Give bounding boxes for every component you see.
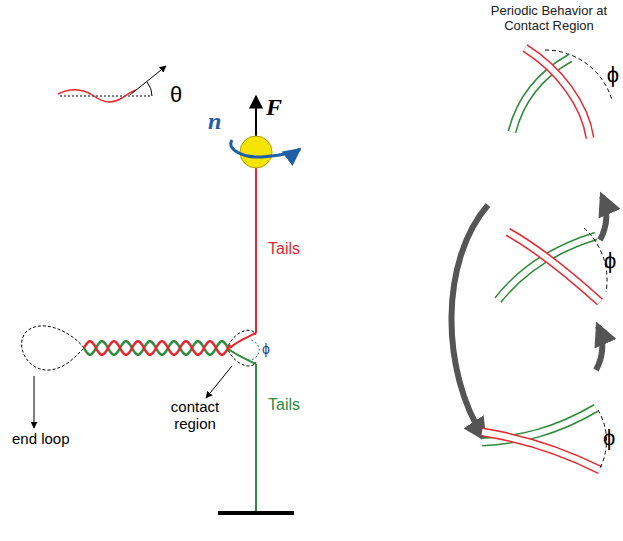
force-label: F xyxy=(266,94,282,122)
panel-heading: Periodic Behavior at Contact Region xyxy=(479,4,619,34)
part-label: end loop xyxy=(12,430,70,447)
torque-arrow xyxy=(231,140,300,157)
angle-label: θ xyxy=(170,82,182,107)
red-strand xyxy=(84,341,230,354)
cycle-arrow xyxy=(600,196,606,240)
angle-label: ϕ xyxy=(607,62,619,87)
force-arrow xyxy=(255,96,257,136)
angle-label: ϕ xyxy=(262,341,270,357)
angle-label: ϕ xyxy=(603,425,615,450)
plectoneme xyxy=(84,333,256,364)
end-loop xyxy=(22,326,84,370)
cycle-arrow xyxy=(451,205,488,438)
contact-states xyxy=(482,48,612,470)
tail-label: Tails xyxy=(268,240,300,258)
part-label: contact region xyxy=(160,398,230,433)
angle-label: ϕ xyxy=(604,248,616,273)
tail-label: Tails xyxy=(268,396,300,414)
bead xyxy=(240,136,272,168)
angle-arc xyxy=(248,340,259,360)
angle-inset xyxy=(58,66,166,102)
green-tail xyxy=(255,364,257,512)
surface xyxy=(218,511,294,515)
green-strand xyxy=(84,341,230,354)
leader-line xyxy=(206,366,232,398)
red-tail xyxy=(255,168,257,333)
leader-line xyxy=(34,376,35,428)
contact-loop xyxy=(228,330,256,346)
cycle-arrow xyxy=(596,326,602,370)
torque-label: n xyxy=(208,108,221,136)
contact-loop xyxy=(228,350,256,366)
